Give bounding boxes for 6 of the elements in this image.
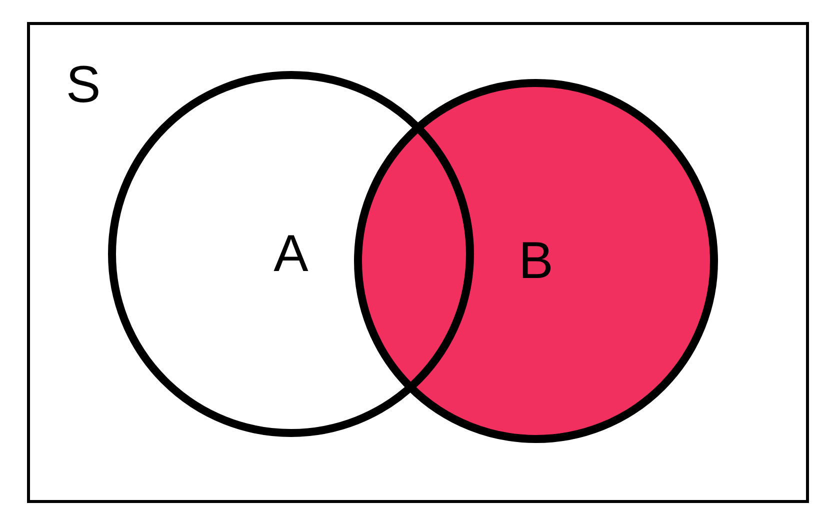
set-label: S	[66, 59, 101, 111]
set-label: B	[518, 235, 554, 287]
set-label: A	[274, 228, 308, 280]
set-circle	[354, 79, 718, 443]
universal-set-box	[27, 22, 809, 503]
set-circle	[108, 71, 474, 437]
